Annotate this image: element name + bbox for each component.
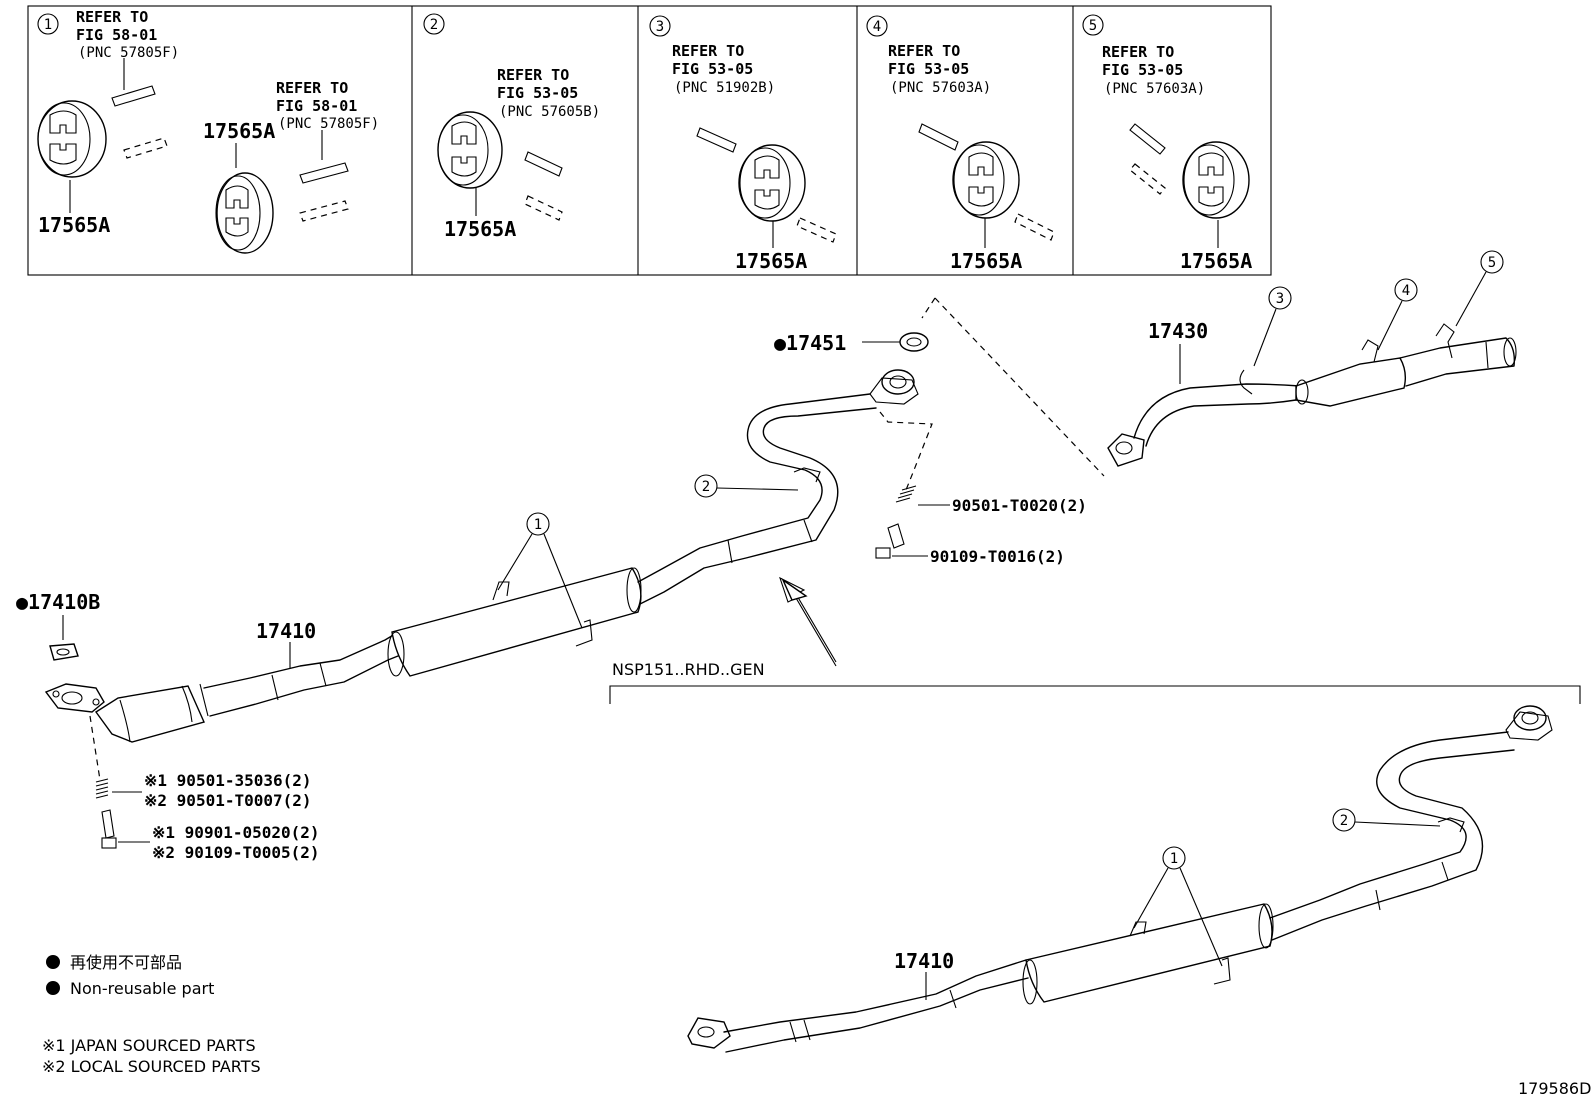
part-90109-T0005: ※2 90109-T0005(2): [152, 843, 320, 862]
part-17410-variant: 17410: [894, 949, 954, 973]
part-90901-05020: ※1 90901-05020(2): [152, 823, 320, 842]
rubber-hanger-icon: [437, 111, 503, 189]
svg-text:2: 2: [702, 479, 710, 495]
variant-section: NSP151..RHD..GEN: [609, 660, 1581, 704]
rubber-hanger-icon: [215, 172, 274, 254]
svg-text:2: 2: [1340, 813, 1348, 829]
legend: 再使用不可部品 Non-reusable part ※1 JAPAN SOURC…: [42, 953, 261, 1076]
svg-text:1: 1: [1170, 851, 1178, 867]
callout-2-variant: 2: [1332, 808, 1441, 832]
gasket-17451: ●17451: [774, 331, 929, 355]
figure-id: 179586D: [1518, 1079, 1591, 1098]
hanger-pin-icon: [1129, 123, 1166, 195]
panel-1-refer: REFER TO: [76, 8, 148, 26]
panel-1: 1 REFER TO FIG 58-01 (PNC 57805F) REFER …: [37, 8, 379, 254]
legend-nonreusable-en: Non-reusable part: [70, 979, 214, 998]
hanger-pin-icon: [918, 123, 1055, 241]
rubber-hanger-icon: [952, 141, 1020, 219]
panel-1-pnc-2: (PNC 57805F): [278, 116, 379, 132]
spring-90501-T0020: 90501-T0020(2): [895, 485, 1087, 515]
gasket-17410B: ●17410B: [16, 590, 100, 661]
callout-5-rear: 5: [1455, 250, 1504, 327]
tail-pipe-17430: 17430: [1107, 319, 1517, 467]
legend-note-1: ※1 JAPAN SOURCED PARTS: [42, 1036, 256, 1055]
panel-4-number: 4: [873, 19, 881, 35]
svg-text:5: 5: [1488, 255, 1496, 271]
hanger-pin-icon: [524, 151, 563, 221]
panel-3-pnc: (PNC 51902B): [674, 80, 775, 96]
part-17410B: ●17410B: [16, 590, 100, 614]
panel-1-number: 1: [44, 17, 52, 33]
bolt-90109-T0016: 90109-T0016(2): [875, 523, 1065, 566]
view-arrow-icon: [779, 576, 837, 667]
svg-text:4: 4: [1402, 283, 1410, 299]
panel-1-fig-2: FIG 58-01: [276, 97, 357, 115]
legend-note-2: ※2 LOCAL SOURCED PARTS: [42, 1057, 261, 1076]
hanger-reference-panels: [27, 5, 1272, 276]
panel-2-part: 17565A: [444, 217, 516, 241]
panel-5-number: 5: [1089, 18, 1097, 34]
callout-2-main: 2: [694, 474, 799, 498]
hanger-pin-icon: [696, 127, 837, 243]
svg-text:1: 1: [534, 517, 542, 533]
part-17451: ●17451: [774, 331, 846, 355]
panel-5-pnc: (PNC 57603A): [1104, 81, 1205, 97]
part-90109-T0016: 90109-T0016(2): [930, 547, 1065, 566]
panel-4-pnc: (PNC 57603A): [890, 80, 991, 96]
rubber-hanger-icon: [1182, 141, 1250, 219]
panel-4-refer: REFER TO: [888, 42, 960, 60]
front-exhaust-pipe-17410: [44, 369, 919, 743]
panel-2-fig: FIG 53-05: [497, 84, 578, 102]
bolt-90109: ※1 90901-05020(2) ※2 90109-T0005(2): [101, 809, 320, 862]
part-17430: 17430: [1148, 319, 1208, 343]
panel-3: 3 REFER TO FIG 53-05 (PNC 51902B) 17565A: [649, 15, 837, 273]
panel-1-part-a: 17565A: [38, 213, 110, 237]
panel-2: 2 REFER TO FIG 53-05 (PNC 57605B) 17565A: [423, 13, 600, 241]
svg-text:3: 3: [1276, 291, 1284, 307]
variant-exhaust-pipe-17410: 17410: [687, 705, 1553, 1053]
panel-5: 5 REFER TO FIG 53-05 (PNC 57603A) 17565A: [1082, 14, 1252, 273]
part-90501-T0007: ※2 90501-T0007(2): [144, 791, 312, 810]
hanger-pin-icon: [111, 85, 349, 222]
panel-2-pnc: (PNC 57605B): [499, 104, 600, 120]
panel-1-fig: FIG 58-01: [76, 26, 157, 44]
panel-2-number: 2: [430, 17, 438, 33]
panel-3-fig: FIG 53-05: [672, 60, 753, 78]
callout-4-rear: 4: [1377, 278, 1418, 351]
part-90501-T0020: 90501-T0020(2): [952, 496, 1087, 515]
panel-3-part: 17565A: [735, 249, 807, 273]
legend-nonreusable-jp: 再使用不可部品: [70, 953, 182, 972]
panel-1-refer-2: REFER TO: [276, 79, 348, 97]
callout-1-variant: 1: [1133, 846, 1223, 967]
panel-5-part: 17565A: [1180, 249, 1252, 273]
panel-3-refer: REFER TO: [672, 42, 744, 60]
spring-90501: ※1 90501-35036(2) ※2 90501-T0007(2): [95, 771, 312, 810]
panel-5-fig: FIG 53-05: [1102, 61, 1183, 79]
part-90501-35036: ※1 90501-35036(2): [144, 771, 312, 790]
panel-4: 4 REFER TO FIG 53-05 (PNC 57603A) 17565A: [866, 15, 1055, 273]
rubber-hanger-icon: [738, 144, 806, 222]
part-17410: 17410: [256, 619, 316, 643]
panel-4-part: 17565A: [950, 249, 1022, 273]
panel-3-number: 3: [656, 19, 664, 35]
callout-1-main: 1: [497, 512, 583, 629]
panel-1-part-b: 17565A: [203, 119, 275, 143]
callout-3-rear: 3: [1253, 286, 1292, 367]
panel-2-refer: REFER TO: [497, 66, 569, 84]
panel-5-refer: REFER TO: [1102, 43, 1174, 61]
rubber-hanger-icon: [37, 100, 107, 178]
panel-1-pnc: (PNC 57805F): [78, 45, 179, 61]
panel-4-fig: FIG 53-05: [888, 60, 969, 78]
variant-label: NSP151..RHD..GEN: [612, 660, 765, 679]
